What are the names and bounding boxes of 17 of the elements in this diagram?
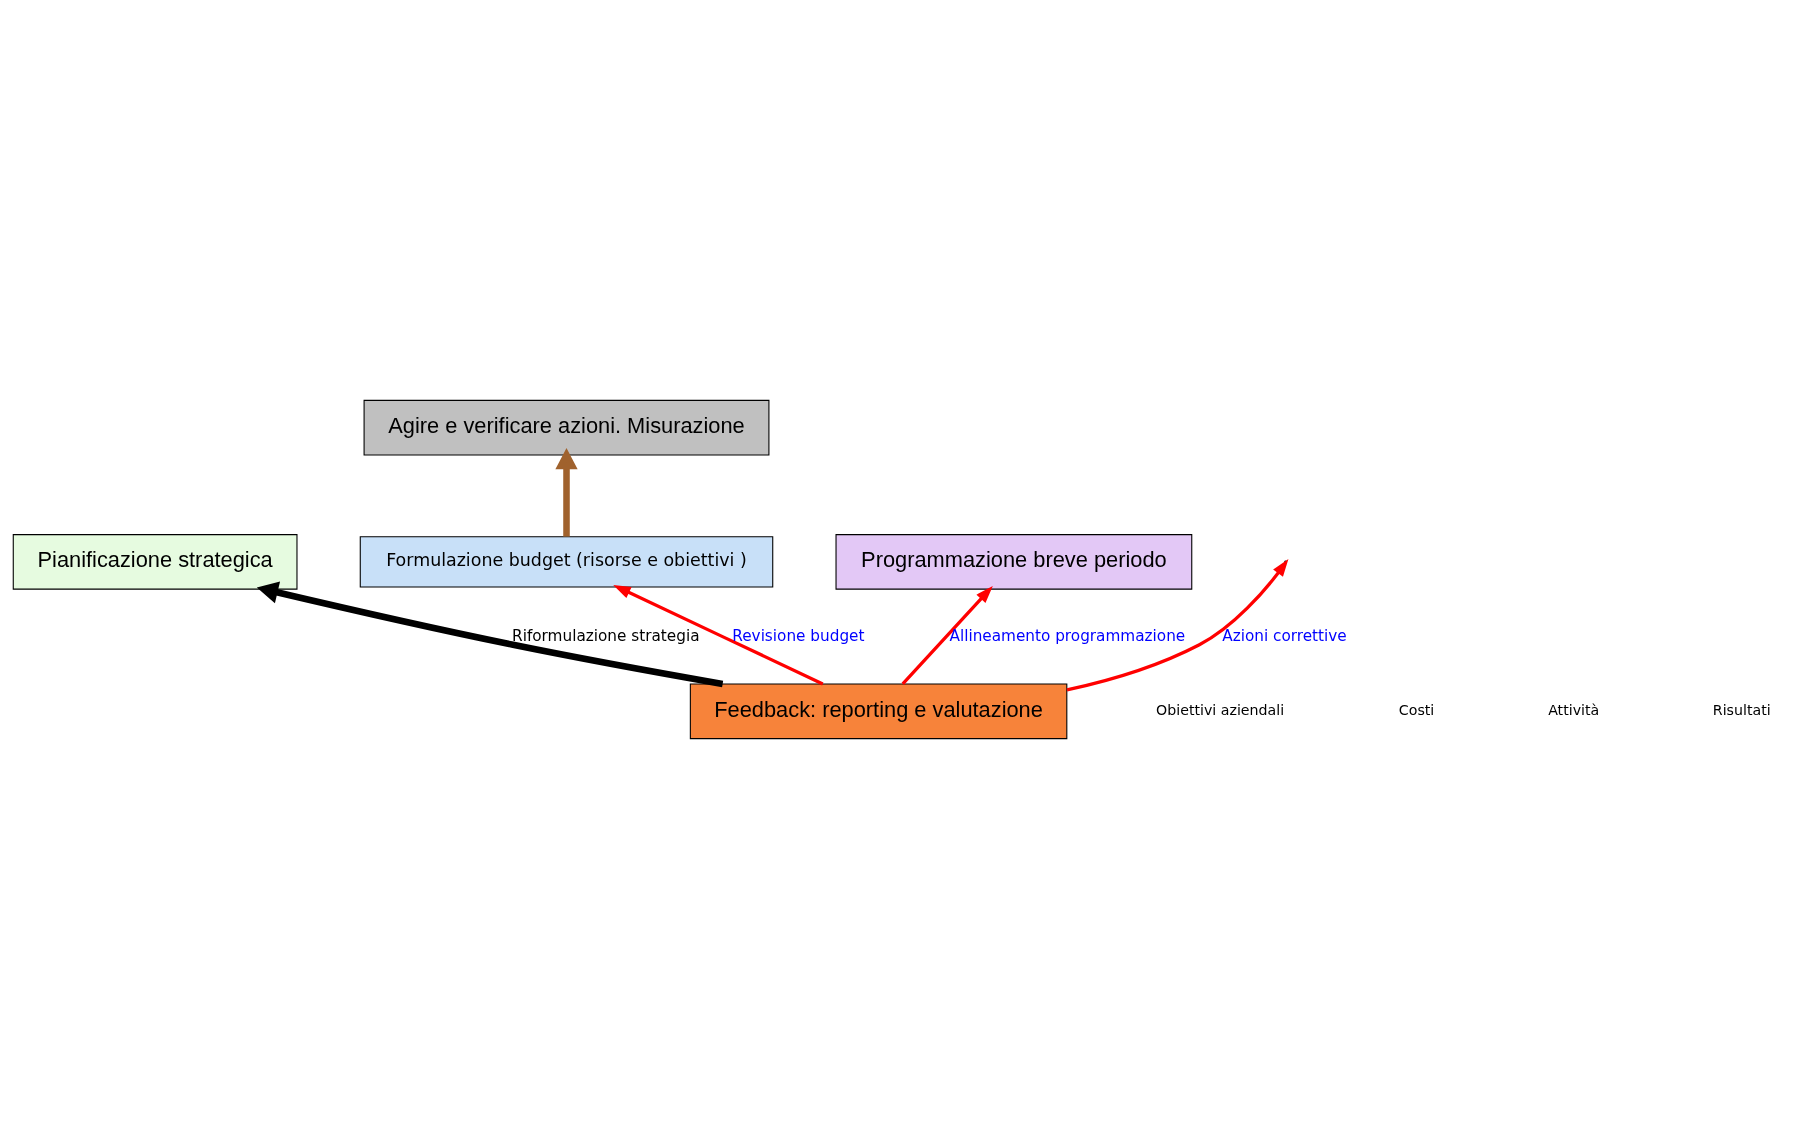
label: Obiettivi aziendali <box>1156 702 1285 719</box>
node-box: Pianificazione strategica <box>12 534 298 590</box>
edge-label: Allineamento programmazione <box>949 626 1186 645</box>
node-box: Feedback: reporting e valutazione <box>689 683 1068 740</box>
arrow <box>613 585 824 686</box>
edge-label: Azioni correttive <box>1222 626 1347 645</box>
edge-label: Riformulazione strategia <box>512 626 700 645</box>
label: Risultati <box>1712 702 1771 719</box>
arrow <box>901 585 993 686</box>
arrow <box>555 448 578 537</box>
node-box: Programmazione breve periodo <box>835 534 1193 590</box>
arrow <box>256 581 724 688</box>
node-box: Agire e verificare azioni. Misurazione <box>363 399 770 456</box>
label: Costi <box>1398 702 1435 719</box>
node-box: Formulazione budget (risorse e obiettivi ) <box>359 536 774 588</box>
edge-label: Revisione budget <box>732 626 865 645</box>
label: Attività <box>1548 702 1600 719</box>
